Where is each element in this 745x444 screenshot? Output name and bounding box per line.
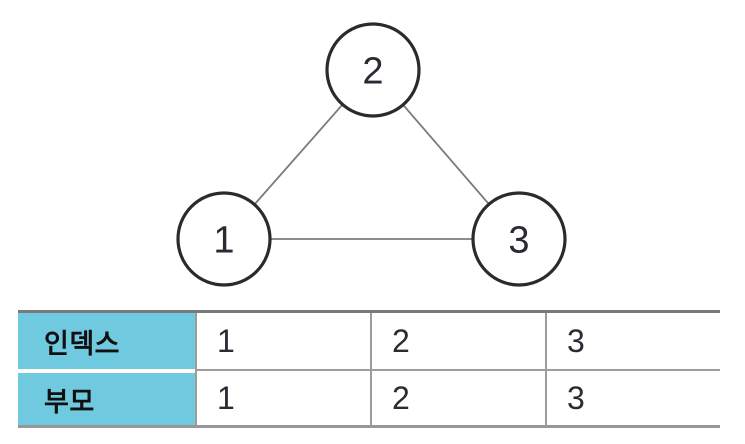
table-row-index-value-3: 3 xyxy=(545,313,720,369)
table-row-parent-value-3: 3 xyxy=(545,369,720,425)
graph-node-2: 2 xyxy=(325,22,421,118)
table-row-parent-value-1: 1 xyxy=(195,369,370,425)
node-1-label: 1 xyxy=(213,220,234,262)
graph-node-1: 1 xyxy=(176,191,272,287)
graph-node-3: 3 xyxy=(471,191,567,287)
node-3-label: 3 xyxy=(508,220,529,262)
node-1-circle xyxy=(176,191,272,287)
node-2-label: 2 xyxy=(362,51,383,93)
graph-diagram: 1 2 3 xyxy=(176,22,567,287)
table-row-parent-header-cell: 부모 xyxy=(18,369,195,425)
node-3-circle xyxy=(471,191,567,287)
table-row-parent-value-2: 2 xyxy=(370,369,545,425)
table-row-index-header-cell: 인덱스 xyxy=(18,313,195,369)
table-row-index-value-2: 2 xyxy=(370,313,545,369)
table-row-index-value-1: 1 xyxy=(195,313,370,369)
parent-table: 인덱스 1 2 3 부모 1 2 3 xyxy=(18,310,720,428)
node-2-circle xyxy=(325,22,421,118)
